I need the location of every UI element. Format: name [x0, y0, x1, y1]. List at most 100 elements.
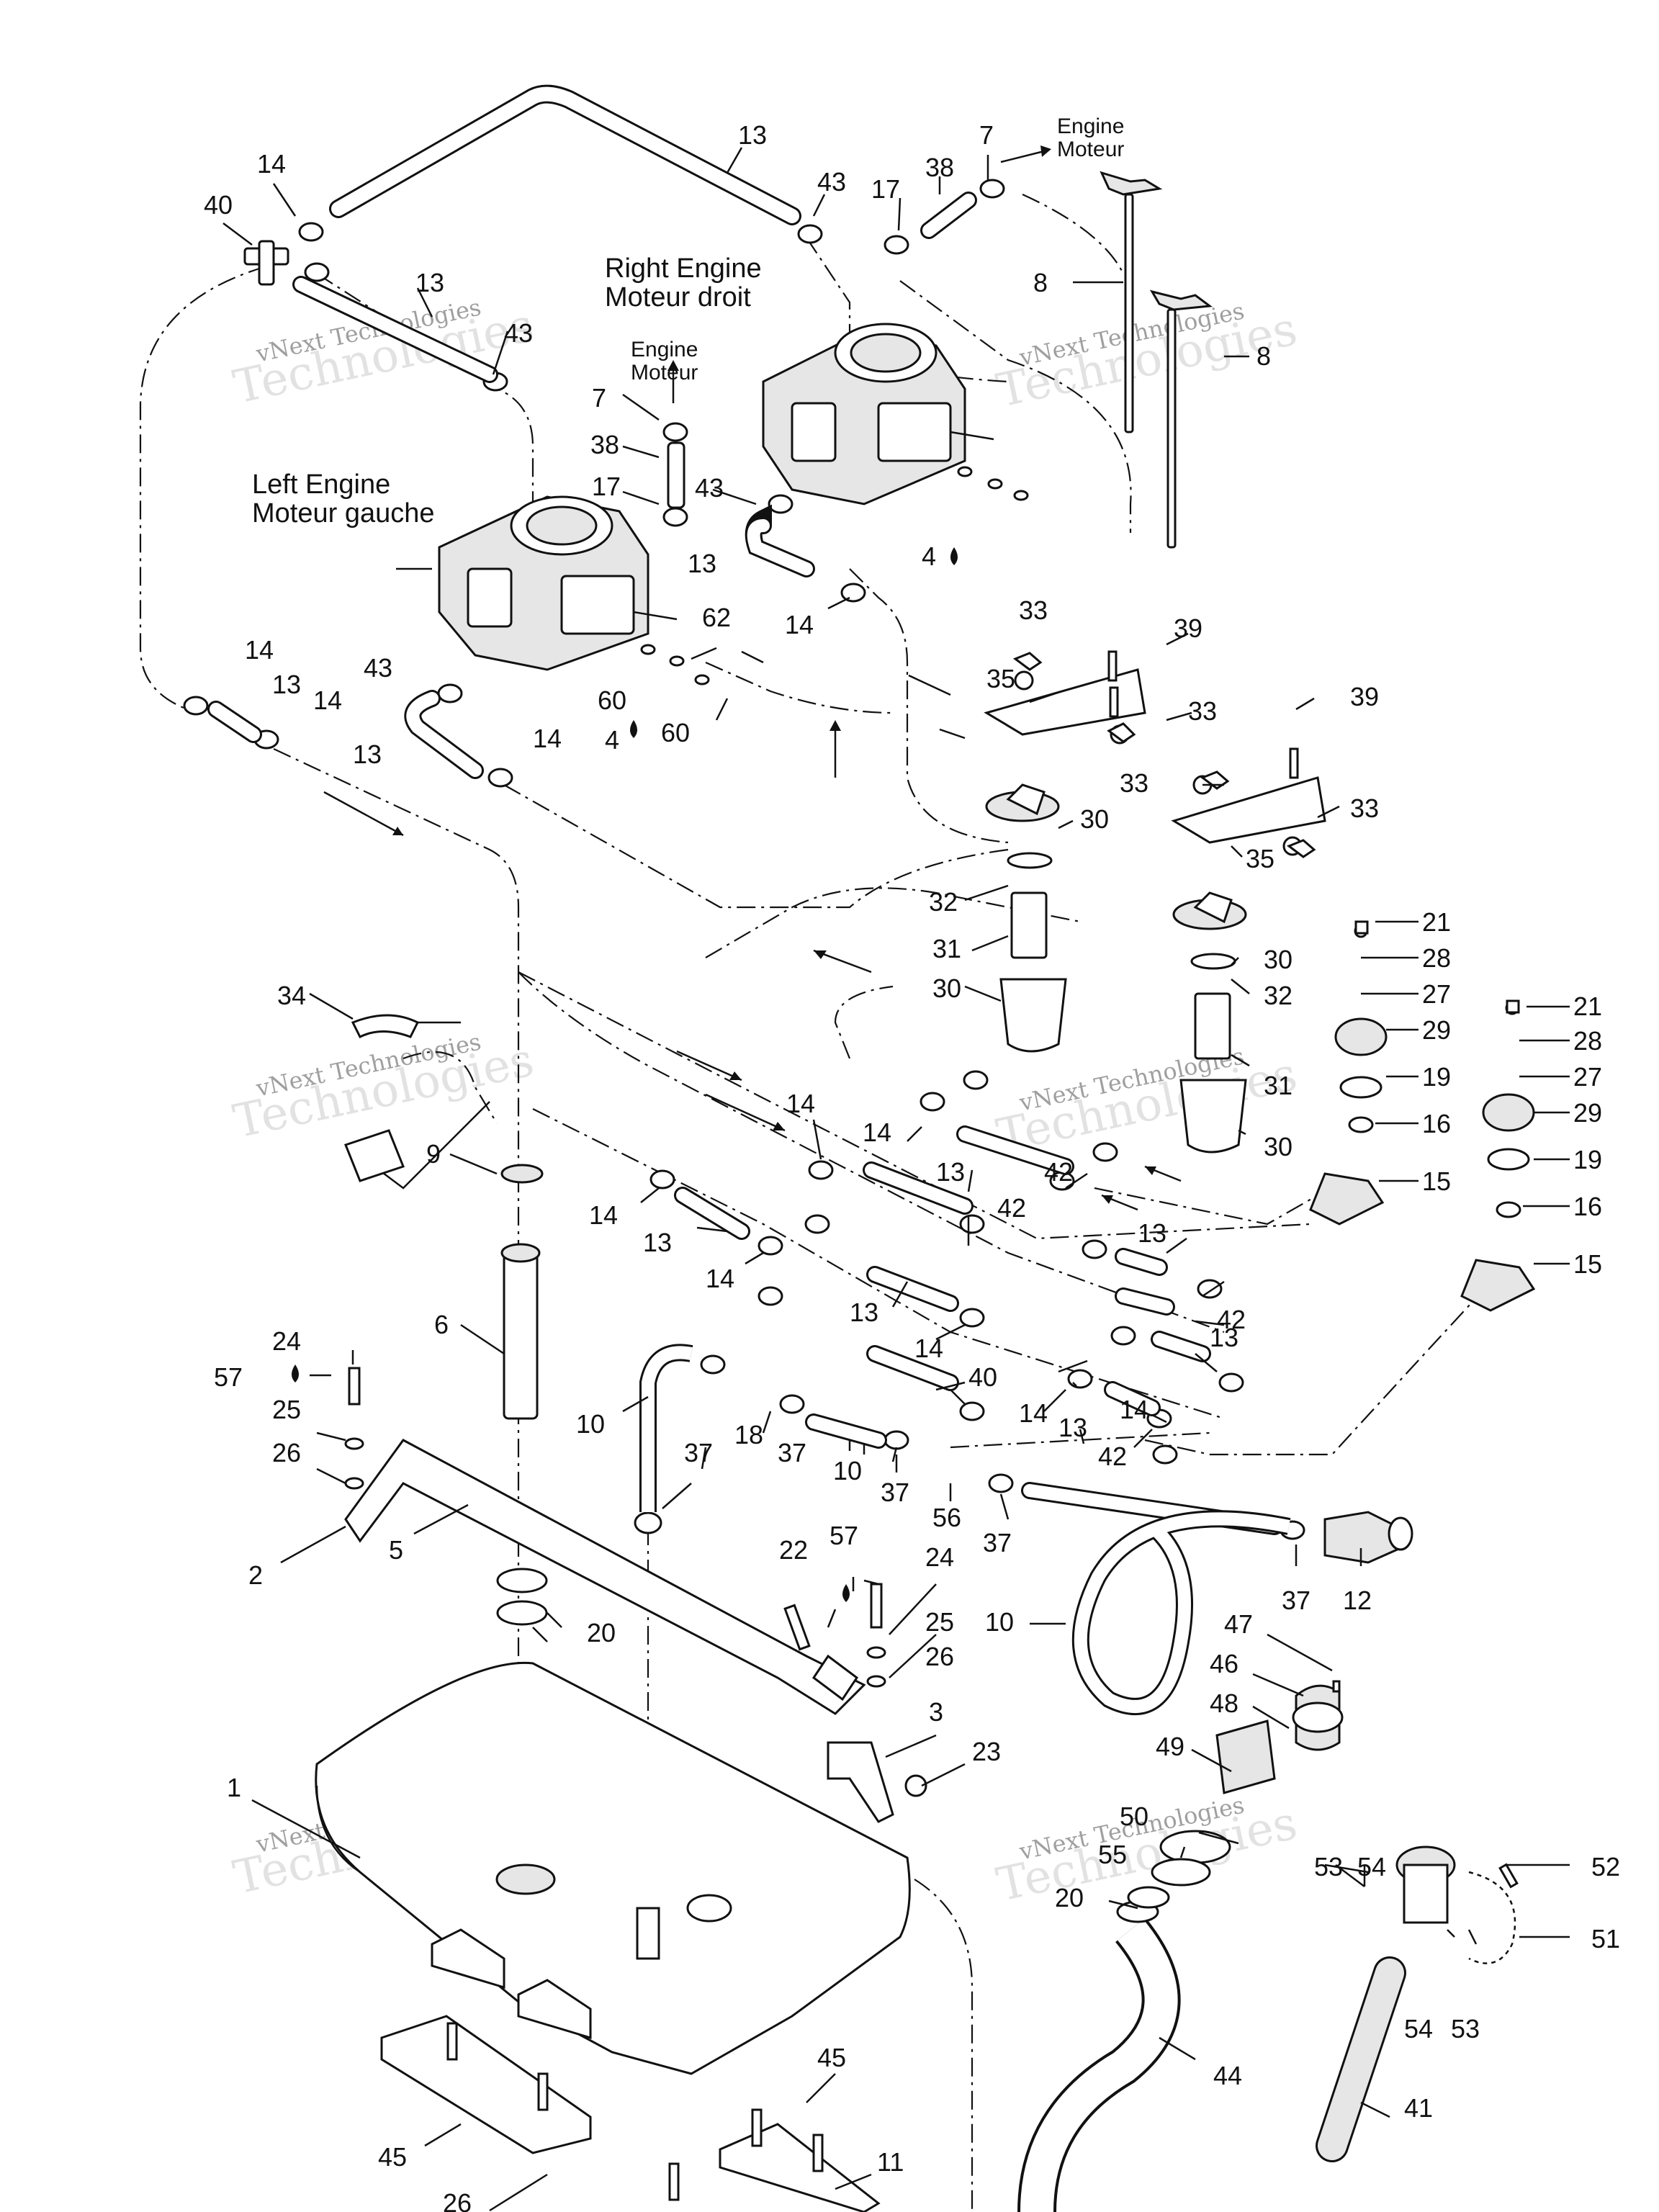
callout-14: 14	[313, 685, 342, 715]
callout-34: 34	[277, 981, 306, 1010]
support-bar-5	[344, 1439, 866, 1715]
callout-42: 42	[1044, 1157, 1073, 1187]
callout-42: 42	[997, 1193, 1026, 1223]
right-engine-heading-fr: Moteur droit	[605, 282, 751, 313]
leader-lines	[222, 147, 1570, 2212]
shutoff-valve-a	[1309, 924, 1388, 1226]
filler-hose-44	[1017, 1886, 1181, 2212]
callout-4: 4	[922, 541, 936, 571]
callout-9: 9	[426, 1139, 441, 1169]
callout-55: 55	[1098, 1840, 1127, 1869]
callout-26: 26	[272, 1438, 301, 1467]
callout-30: 30	[1264, 945, 1292, 974]
callout-60: 60	[661, 718, 690, 747]
callout-22: 22	[779, 1535, 808, 1565]
carburetor-left	[438, 495, 678, 671]
callout-14: 14	[785, 610, 814, 639]
callout-27: 27	[1573, 1062, 1602, 1092]
callout-43: 43	[364, 653, 392, 683]
callout-4: 4	[605, 725, 619, 755]
callout-48: 48	[1210, 1689, 1238, 1718]
fuel-tank-1	[315, 1661, 911, 2075]
engine-label-a: Engine	[1057, 114, 1124, 138]
callout-23: 23	[972, 1737, 1001, 1766]
callout-19: 19	[1573, 1145, 1602, 1174]
callout-44: 44	[1213, 2061, 1242, 2090]
callout-14: 14	[245, 635, 274, 665]
dipstick-8-a	[1100, 171, 1163, 433]
fuel-cap-46-48	[1292, 1680, 1344, 1751]
tank-pad-11	[668, 2108, 881, 2212]
callout-29: 29	[1573, 1098, 1602, 1128]
callout-29: 29	[1422, 1015, 1451, 1045]
callout-25: 25	[272, 1395, 301, 1424]
drop-icon	[292, 1364, 299, 1382]
callout-43: 43	[695, 473, 724, 503]
callout-57: 57	[214, 1362, 243, 1392]
callout-38: 38	[590, 430, 619, 459]
callout-37: 37	[684, 1438, 713, 1467]
callout-39: 39	[1350, 682, 1379, 711]
callout-13: 13	[850, 1298, 878, 1327]
callout-53: 53	[1314, 1852, 1343, 1881]
callout-49: 49	[1156, 1732, 1184, 1761]
callout-18: 18	[734, 1420, 763, 1449]
callout-14: 14	[786, 1089, 815, 1118]
clamp-pair-20	[496, 1568, 548, 1626]
callout-26: 26	[443, 2188, 472, 2212]
callout-8: 8	[1033, 268, 1048, 297]
callout-62: 62	[702, 603, 731, 632]
bracket-35-b	[1171, 747, 1326, 856]
callout-21: 21	[1573, 992, 1602, 1021]
bracket-3	[827, 1741, 927, 1823]
callout-21: 21	[1422, 907, 1451, 937]
straight-hoses	[207, 192, 1283, 1535]
callout-57: 57	[830, 1521, 858, 1550]
tie-strap-34	[351, 1014, 461, 1039]
callout-28: 28	[1422, 943, 1451, 973]
callout-37: 37	[983, 1528, 1012, 1557]
callout-3: 3	[929, 1697, 943, 1727]
callout-54: 54	[1404, 2014, 1433, 2044]
callout-43: 43	[817, 167, 846, 197]
callout-5: 5	[389, 1535, 403, 1565]
callout-30: 30	[1264, 1132, 1292, 1161]
vent-fitting-12	[1323, 1511, 1413, 1564]
callout-14: 14	[257, 149, 286, 179]
callout-14: 14	[1019, 1398, 1048, 1428]
callout-45: 45	[817, 2043, 846, 2072]
callout-13: 13	[1058, 1413, 1087, 1442]
callout-14: 14	[914, 1334, 943, 1363]
callout-17: 17	[592, 472, 621, 501]
callout-24: 24	[925, 1542, 954, 1572]
callout-41: 41	[1404, 2093, 1433, 2123]
callout-27: 27	[1422, 979, 1451, 1009]
tee-fitting-40-top	[243, 240, 289, 286]
engine-headings: Right Engine Moteur droit Left Engine Mo…	[252, 114, 1124, 529]
callout-13: 13	[688, 549, 716, 578]
callout-35: 35	[986, 664, 1015, 693]
callout-30: 30	[932, 974, 961, 1003]
callout-25: 25	[925, 1607, 954, 1637]
callout-13: 13	[1138, 1218, 1166, 1248]
callout-13: 13	[738, 120, 767, 150]
right-engine-heading: Right Engine	[605, 253, 762, 284]
callout-47: 47	[1224, 1609, 1253, 1639]
callout-46: 46	[1210, 1649, 1238, 1678]
callout-11: 11	[877, 2147, 904, 2177]
callout-24: 24	[272, 1326, 301, 1356]
callout-42: 42	[1098, 1442, 1127, 1471]
callout-6: 6	[434, 1310, 449, 1339]
callout-13: 13	[1210, 1323, 1238, 1352]
callout-45: 45	[378, 2142, 407, 2172]
callout-40: 40	[968, 1362, 997, 1392]
callout-8: 8	[1256, 341, 1271, 371]
callout-13: 13	[415, 268, 444, 297]
callout-13: 13	[643, 1228, 672, 1257]
callout-15: 15	[1422, 1166, 1451, 1196]
callout-20: 20	[1055, 1883, 1084, 1912]
callout-16: 16	[1422, 1109, 1451, 1138]
callout-13: 13	[353, 739, 382, 769]
callout-33: 33	[1019, 595, 1048, 625]
